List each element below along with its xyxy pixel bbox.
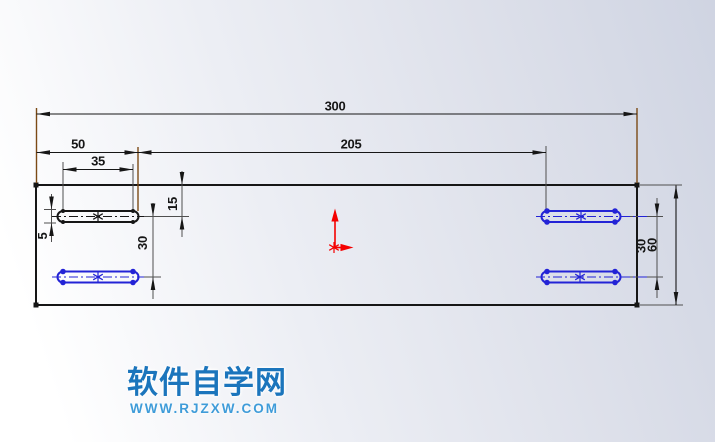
dim-left-slots-spacing[interactable]: 30 (135, 236, 150, 250)
watermark-site-url: WWW.RJZXW.COM (130, 401, 279, 416)
dim-slot-top-offset[interactable]: 15 (165, 197, 180, 211)
sketch-origin[interactable] (328, 208, 354, 254)
slot-center-mark (92, 211, 104, 222)
dim-overall-height[interactable]: 60 (645, 238, 660, 252)
slot-center-mark (92, 271, 104, 283)
slot-center-mark (574, 271, 586, 283)
slot-top-left[interactable] (52, 209, 144, 224)
slot-top-right[interactable] (536, 208, 648, 225)
slot-endpoints (544, 268, 618, 286)
dimension-arrowheads (36, 111, 679, 305)
slot-endpoints (60, 268, 136, 286)
watermark-site-name: 软件自学网 (127, 365, 287, 400)
slot-endpoints (544, 208, 618, 225)
slot-center-mark (575, 211, 587, 222)
slot-endpoints (61, 209, 135, 224)
extension-lines-brown (35, 108, 638, 211)
dim-slot-width[interactable]: 5 (35, 232, 50, 239)
dim-right-slot-offset[interactable]: 205 (341, 137, 362, 152)
watermark: 软件自学网 WWW.RJZXW.COM (127, 365, 287, 417)
dim-slot-arc-spacing[interactable]: 35 (91, 154, 105, 169)
origin-point-mark (328, 242, 340, 253)
slot-bottom-left[interactable] (52, 268, 144, 286)
slot-bottom-right[interactable] (536, 268, 648, 286)
plate-outline[interactable] (35, 184, 638, 306)
dim-left-slot-end-offset[interactable]: 50 (71, 137, 85, 152)
dim-overall-length[interactable]: 300 (325, 99, 346, 114)
extension-lines-gray (44, 146, 683, 306)
dim-right-slots-spacing[interactable]: 30 (634, 239, 649, 253)
plate-corner-vertices (33, 182, 640, 308)
